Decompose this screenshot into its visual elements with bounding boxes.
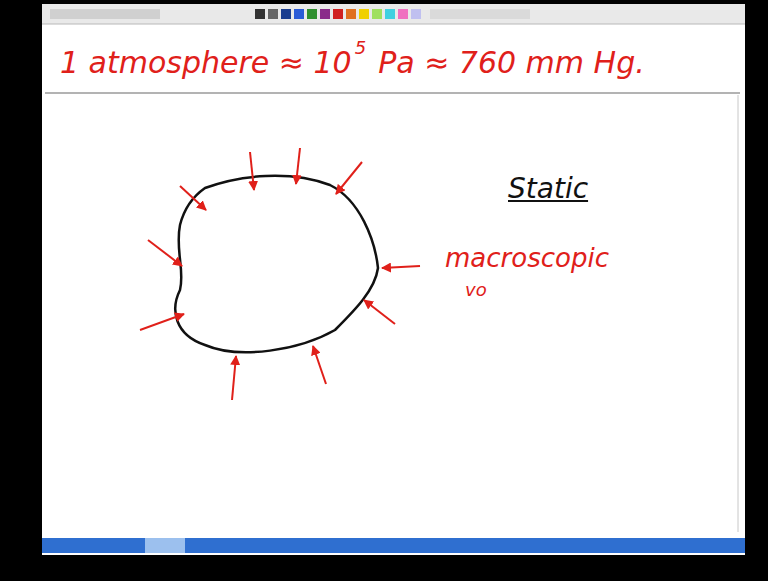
note-text: vo [465,280,487,300]
board [42,4,745,555]
heading-note: Static [508,174,588,205]
closed-surface [175,176,378,352]
scroll-edge [738,95,739,532]
superscript: 5 [355,38,366,58]
blue-bar [42,538,745,553]
pressure-arrows [140,148,420,400]
equation-text: 1 atmosphere ≈ 10 [60,46,352,79]
equation-text: Pa ≈ 760 mm Hg. [378,46,645,79]
note-text: macroscopic [445,244,609,273]
toolbar-edge [42,24,745,25]
toolbar [42,4,745,24]
toolbar-icons [50,9,530,19]
divider-line [45,92,740,94]
